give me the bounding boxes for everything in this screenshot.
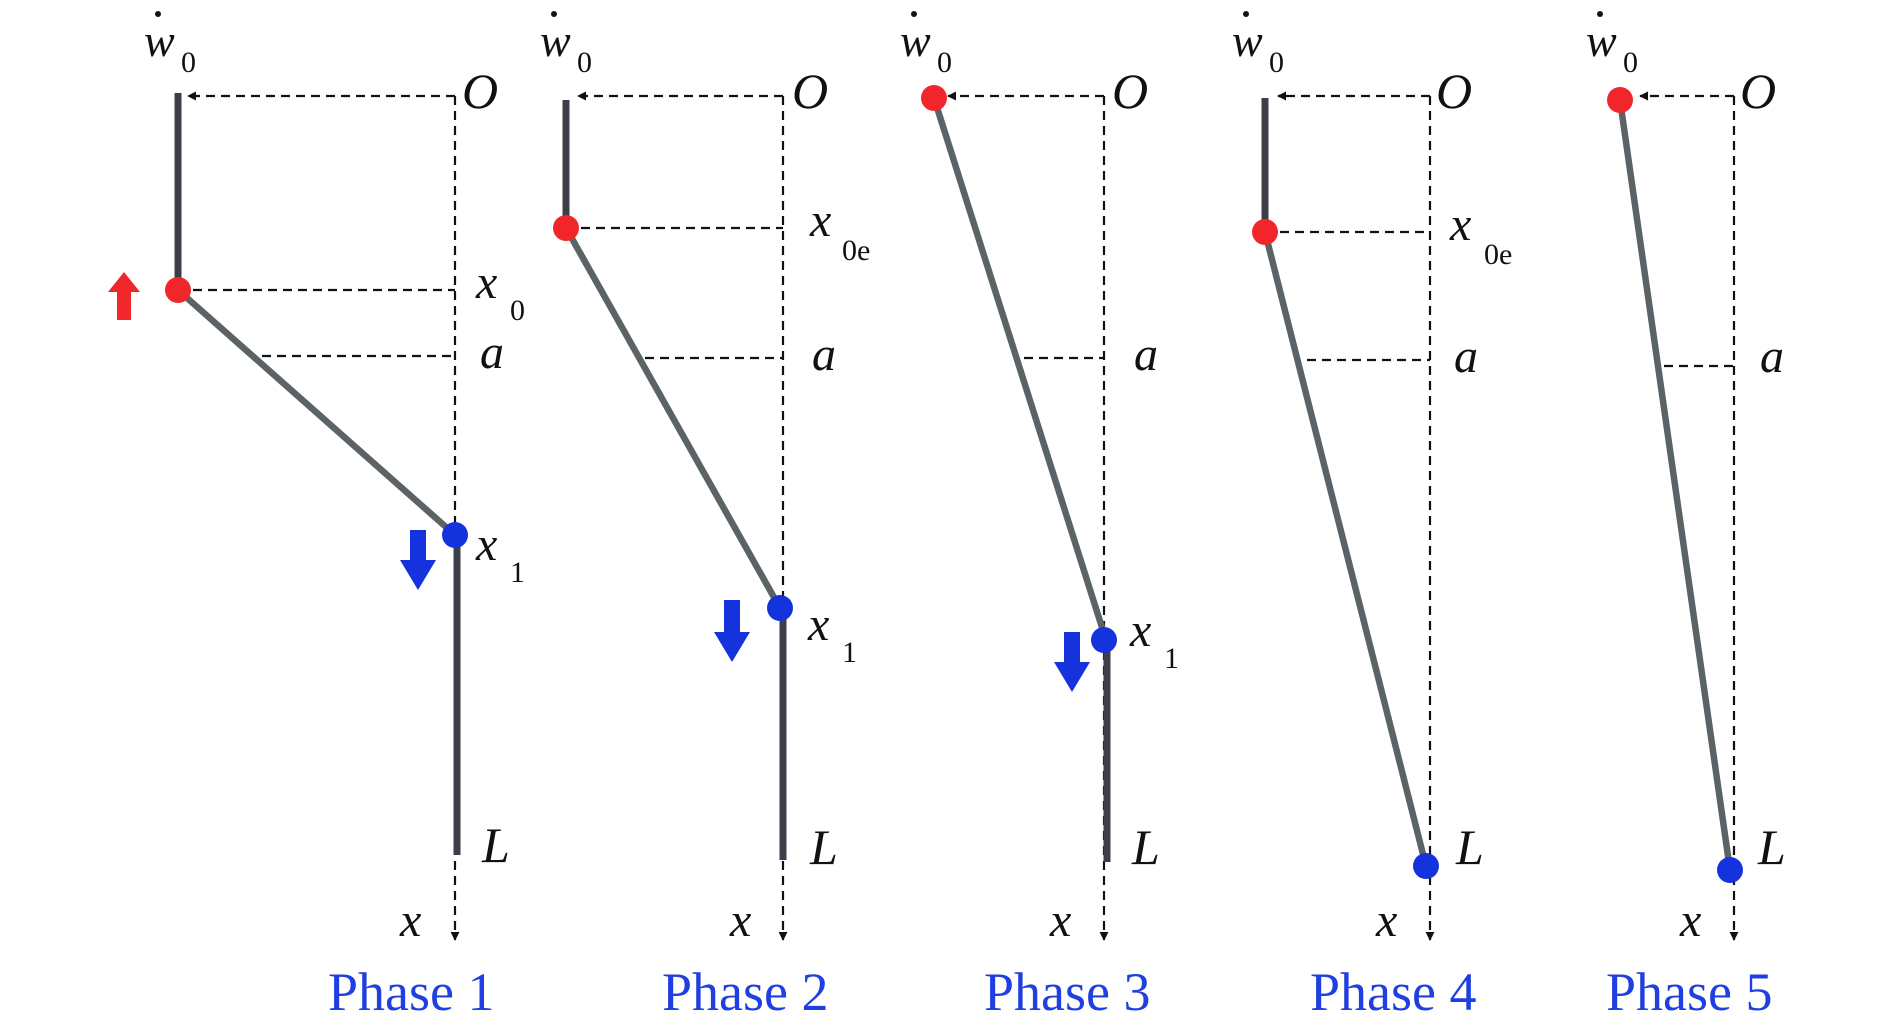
x1-label: x [475, 518, 497, 571]
deforming-segment [930, 94, 1110, 644]
deforming-segment [1261, 228, 1430, 870]
velocity-label: w [1232, 15, 1263, 66]
blue-hinge-dot [1091, 627, 1117, 653]
arrow-down-icon [1054, 632, 1090, 692]
L-label: L [1757, 819, 1786, 875]
x1-subscript: 1 [510, 556, 525, 589]
x0e-label: x [1449, 198, 1471, 251]
velocity-subscript: 0 [1623, 46, 1638, 79]
velocity-label: w [900, 15, 931, 66]
x0-subscript: 0 [510, 294, 525, 327]
phase-caption: Phase 1 [328, 962, 494, 1022]
phase-caption: Phase 3 [984, 962, 1150, 1022]
L-label: L [1455, 819, 1484, 875]
panel-phase-2: w 0 O x 0e a x 1 L x Phase 2 [540, 11, 870, 1022]
velocity-subscript: 0 [937, 46, 952, 79]
velocity-dot-accent [1597, 11, 1603, 17]
velocity-subscript: 0 [181, 46, 196, 79]
red-hinge-dot [553, 215, 579, 241]
a-label: a [1760, 330, 1784, 383]
phase-caption: Phase 2 [662, 962, 828, 1022]
x-axis-label: x [729, 894, 751, 947]
red-hinge-dot [1252, 219, 1278, 245]
blue-hinge-dot [767, 595, 793, 621]
velocity-dot-accent [1243, 11, 1249, 17]
a-label: a [480, 326, 504, 379]
panel-phase-1: w 0 O x 0 a x 1 L x Phase 1 [108, 11, 525, 1022]
x0-label: x [475, 256, 497, 309]
phase-caption: Phase 4 [1310, 962, 1476, 1022]
x0e-subscript: 0e [842, 234, 870, 267]
a-label: a [812, 328, 836, 381]
arrow-down-icon [400, 530, 436, 590]
panel-phase-5: w 0 O a L x Phase 5 [1586, 11, 1786, 1022]
red-hinge-dot [1607, 87, 1633, 113]
red-hinge-dot [165, 277, 191, 303]
x0e-label: x [809, 194, 831, 247]
x-axis-label: x [1679, 894, 1701, 947]
origin-label: O [1436, 63, 1472, 119]
velocity-label: w [1586, 15, 1617, 66]
panel-phase-4: w 0 O x 0e a L x Phase 4 [1232, 11, 1512, 1022]
velocity-dot-accent [911, 11, 917, 17]
origin-label: O [792, 63, 828, 119]
deforming-segment [174, 286, 459, 539]
L-label: L [809, 819, 838, 875]
blue-hinge-dot [1413, 853, 1439, 879]
arrow-up-icon [108, 272, 140, 320]
velocity-label: w [540, 15, 571, 66]
x1-label: x [1129, 604, 1151, 657]
red-hinge-dot [921, 85, 947, 111]
x1-label: x [807, 598, 829, 651]
x-axis-label: x [1375, 894, 1397, 947]
velocity-subscript: 0 [577, 46, 592, 79]
x-axis-label: x [1049, 894, 1071, 947]
x0e-subscript: 0e [1484, 238, 1512, 271]
phase-caption: Phase 5 [1606, 962, 1772, 1022]
a-label: a [1134, 328, 1158, 381]
origin-label: O [1112, 63, 1148, 119]
x-axis-label: x [399, 894, 421, 947]
origin-label: O [462, 63, 498, 119]
blue-hinge-dot [442, 522, 468, 548]
arrow-down-icon [714, 600, 750, 662]
a-label: a [1454, 330, 1478, 383]
velocity-dot-accent [551, 11, 557, 17]
origin-label: O [1740, 63, 1776, 119]
x1-subscript: 1 [842, 636, 857, 669]
x1-subscript: 1 [1164, 642, 1179, 675]
L-label: L [481, 817, 510, 873]
blue-hinge-dot [1717, 857, 1743, 883]
deforming-segment [562, 224, 784, 612]
panel-phase-3: w 0 O a x 1 L x Phase 3 [900, 11, 1179, 1022]
deforming-segment [1616, 96, 1734, 874]
velocity-label: w [144, 15, 175, 66]
velocity-dot-accent [155, 11, 161, 17]
L-label: L [1131, 819, 1160, 875]
velocity-subscript: 0 [1269, 46, 1284, 79]
